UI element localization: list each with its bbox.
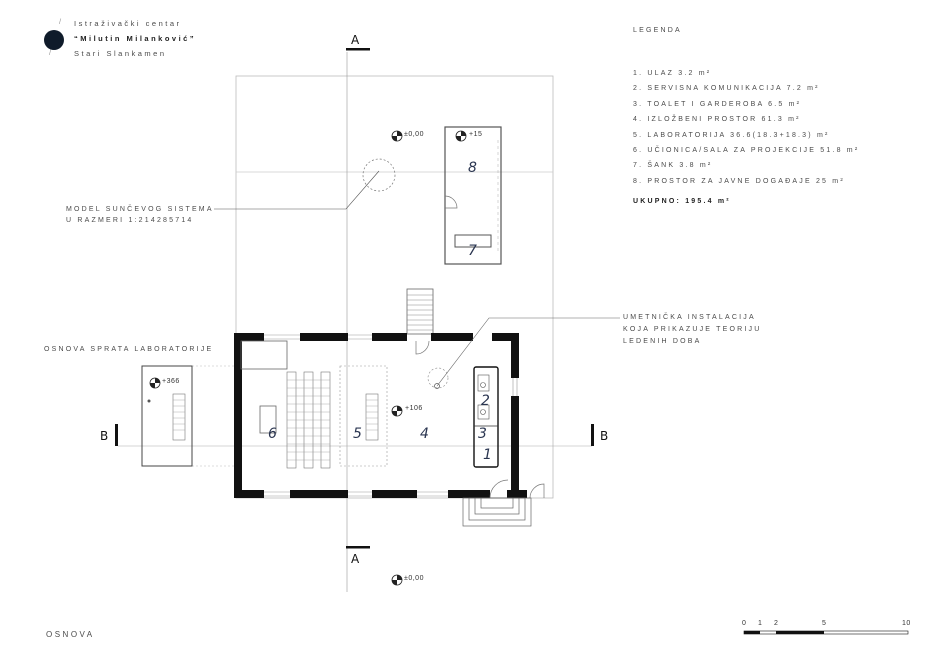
room-7-label: 7 (468, 243, 477, 259)
section-a-top-marker (346, 48, 370, 51)
lab-floor-plan-label: OSNOVA SPRATA LABORATORIJE (44, 346, 214, 353)
legend-item: 7. ŠANK 3.8 m² (633, 162, 713, 170)
installation-label-3: LEDENIH DOBA (623, 338, 702, 345)
room-5-label: 5 (353, 426, 362, 442)
slash-mark: / (59, 17, 64, 26)
legend-title: LEGENDA (633, 27, 682, 34)
legend-item: 2. SERVISNA KOMUNIKACIJA 7.2 m² (633, 85, 820, 93)
installation-label-1: UMETNIČKA INSTALACIJA (623, 314, 756, 321)
scale-tick-0: 0 (742, 620, 747, 627)
level-interior: +106 (405, 405, 423, 412)
service-block (473, 366, 499, 468)
level-platform: +15 (469, 131, 483, 138)
legend-item: 4. IZLOŽBENI PROSTOR 61.3 m² (633, 116, 801, 124)
legend-item: 8. PROSTOR ZA JAVNE DOGAĐAJE 25 m² (633, 177, 845, 185)
section-a-bottom-label: A (351, 552, 360, 566)
installation-label-2: KOJA PRIKAZUJE TEORIJU (623, 326, 762, 333)
plan-title: OSNOVA (46, 630, 95, 639)
lab-stairs (365, 393, 379, 441)
section-b-left-label: B (100, 429, 109, 443)
scale-tick-5: 5 (822, 620, 827, 627)
section-b-left-marker (115, 424, 118, 446)
lectern (259, 405, 277, 434)
solar-model-scale: U RAZMERI 1:214285714 (66, 217, 194, 224)
room-2-label: 2 (481, 393, 490, 409)
solar-model-label: MODEL SUNČEVOG SISTEMA (66, 206, 214, 213)
solar-model-circle (362, 158, 396, 192)
level-markers (149, 130, 467, 586)
room-1-label: 1 (483, 447, 492, 463)
platform-8 (444, 126, 502, 265)
room-4-label: 4 (420, 426, 429, 442)
room-3-label: 3 (478, 426, 487, 442)
header-institution: Istraživački centar (74, 19, 182, 28)
bar-counter (454, 234, 492, 248)
legend-item: 5. LABORATORIJA 36.6(18.3+18.3) m² (633, 131, 830, 139)
scale-tick-2: 2 (774, 620, 779, 627)
installation-circle (427, 367, 449, 389)
legend-item: 6. UČIONICA/SALA ZA PROJEKCIJE 51.8 m² (633, 146, 860, 154)
room-8-label: 8 (468, 160, 477, 176)
section-a-top-label: A (351, 33, 360, 47)
section-a-bottom-marker (346, 546, 370, 549)
lab-floor-plan (141, 365, 193, 467)
legend-item: 3. TOALET I GARDEROBA 6.5 m² (633, 100, 802, 108)
header-location: Stari Slankamen (74, 49, 167, 58)
lab-area (339, 365, 388, 467)
installation-leader (436, 317, 620, 387)
legend-list: 1. ULAZ 3.2 m² 2. SERVISNA KOMUNIKACIJA … (633, 70, 859, 193)
slash-mark: / (49, 48, 54, 57)
level-outside-bottom: ±0,00 (404, 575, 424, 582)
stairs-north (406, 288, 434, 335)
logo-dot-icon (44, 30, 64, 50)
door-swing (444, 195, 458, 209)
screen-area (240, 340, 288, 370)
room-6-label: 6 (268, 426, 277, 442)
level-lab-floor: +366 (162, 378, 180, 385)
section-b-right-marker (591, 424, 594, 446)
entry-steps (462, 497, 532, 527)
scale-tick-1: 1 (758, 620, 763, 627)
scale-bar (743, 630, 909, 635)
building-walls (234, 333, 527, 498)
scale-tick-10: 10 (902, 620, 911, 627)
solar-leader (214, 170, 380, 210)
level-terrace-top: ±0,00 (404, 131, 424, 138)
header-name: “Milutin Milanković” (74, 34, 197, 43)
legend-item: 1. ULAZ 3.2 m² (633, 70, 712, 77)
section-b-right-label: B (600, 429, 609, 443)
legend-total: UKUPNO: 195.4 m² (633, 198, 731, 205)
